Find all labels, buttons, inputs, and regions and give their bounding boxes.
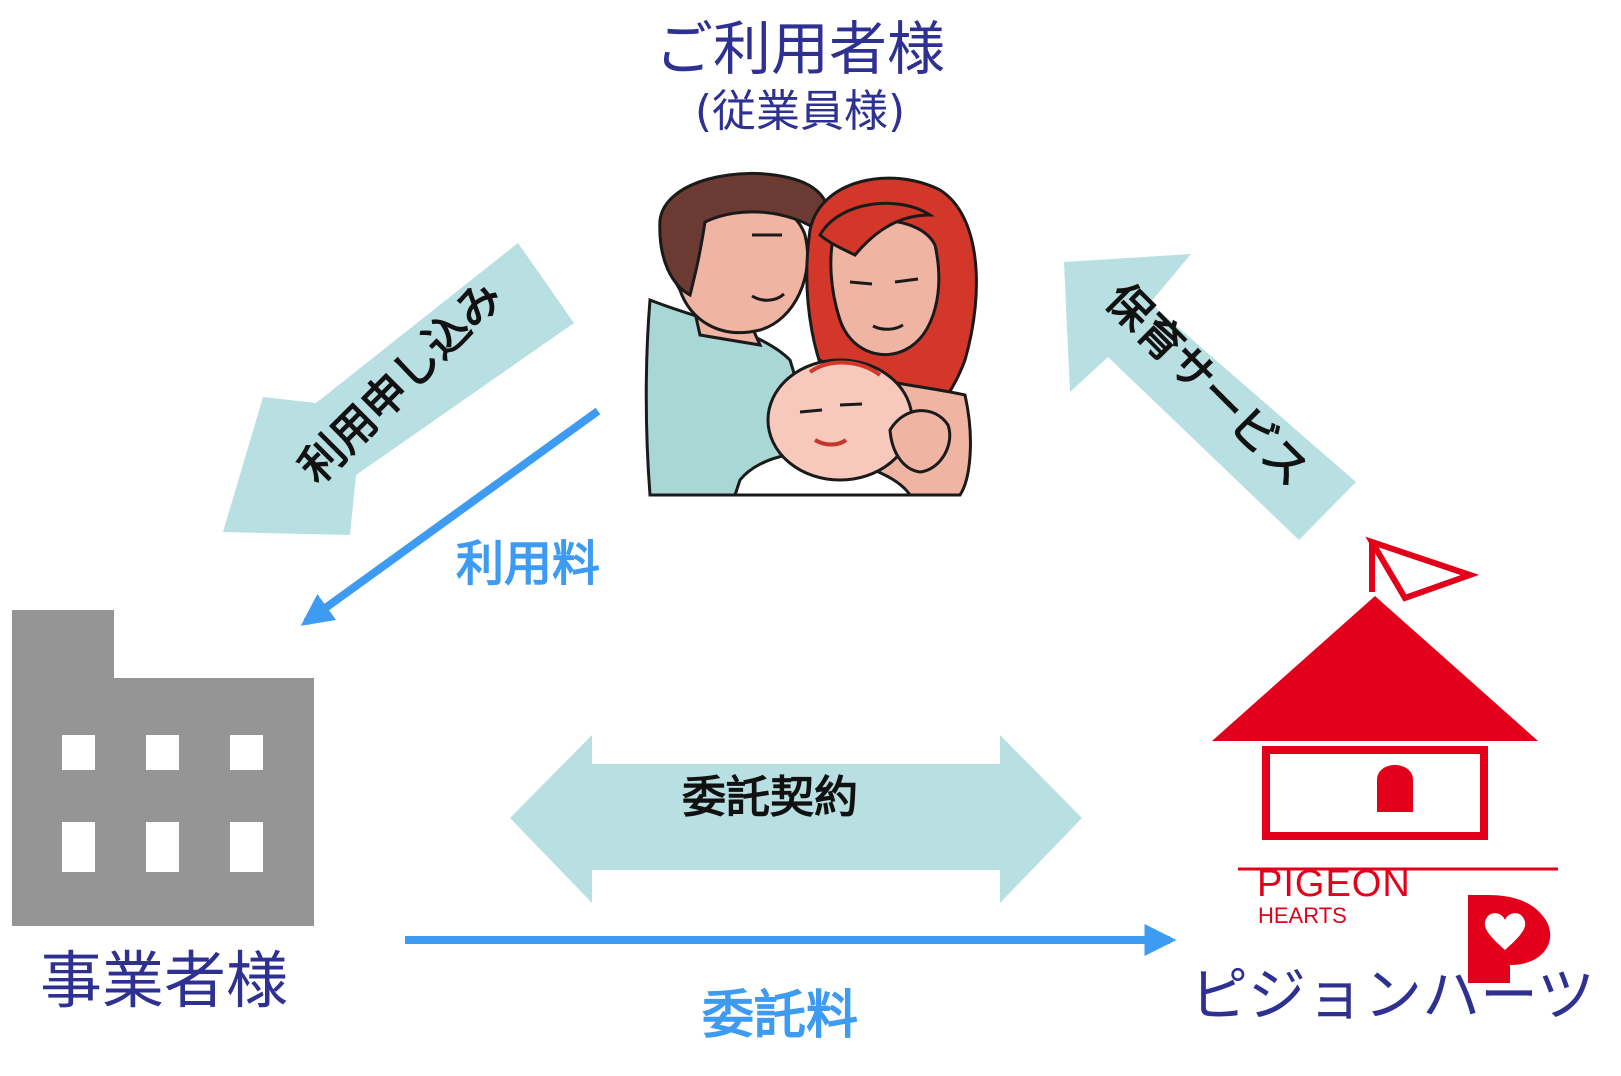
contract-label: 委託契約: [682, 772, 858, 823]
customer-subtitle: (従業員様): [694, 86, 906, 137]
house-icon: [1212, 536, 1558, 871]
customer-title: ご利用者様: [654, 15, 945, 83]
provider-label: ピジョンハーツ: [1190, 961, 1595, 1029]
contract-double-arrow: [510, 735, 1082, 903]
usage-fee-label: 利用料: [456, 536, 601, 592]
family-illustration: [644, 171, 978, 497]
usage-fee-arrow: [300, 407, 601, 626]
brand-name-line2: HEARTS: [1258, 903, 1347, 928]
business-label: 事業者様: [40, 944, 289, 1017]
service-arrow: [1064, 254, 1356, 540]
building-icon: [12, 610, 314, 926]
consignment-fee-label: 委託料: [702, 986, 859, 1046]
brand-name-line1: PIGEON: [1257, 863, 1411, 905]
pigeon-hearts-logo-icon: [1468, 895, 1551, 983]
application-arrow: [223, 243, 574, 535]
